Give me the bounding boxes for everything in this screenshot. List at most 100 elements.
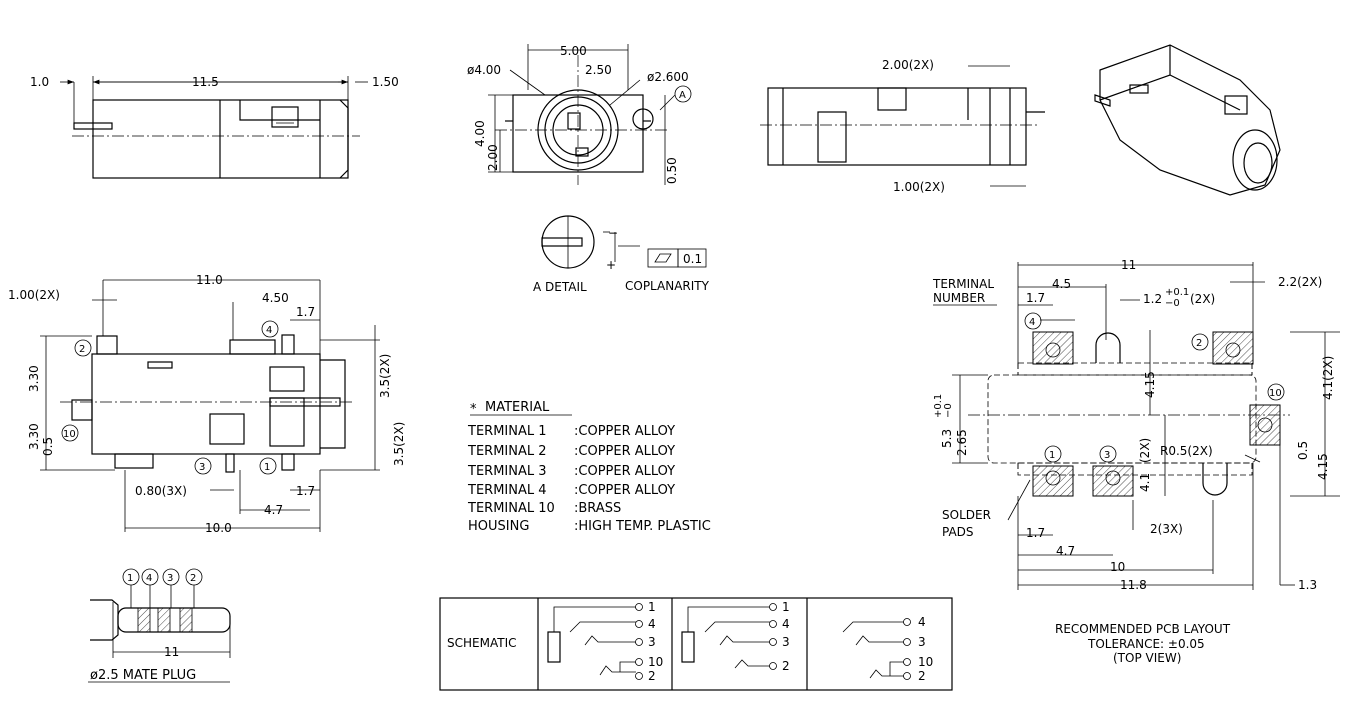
pcb-dim-1-7-top: 1.7 xyxy=(1026,291,1045,305)
a-detail-label: A DETAIL xyxy=(533,280,587,294)
sch-p2-4: 4 xyxy=(782,617,790,631)
iso-view xyxy=(1094,44,1281,196)
dim-1-00-2x: 1.00(2X) xyxy=(893,180,945,194)
front-view xyxy=(488,44,692,185)
bv-terminal-1: 1 xyxy=(264,462,270,473)
material-part-4: TERMINAL 10 xyxy=(467,501,555,516)
pcb-caption-1: RECOMMENDED PCB LAYOUT xyxy=(1055,622,1231,636)
detail-marker-a: A xyxy=(679,90,686,101)
pcb-dim-1-3: 1.3 xyxy=(1298,578,1317,592)
pcb-dim-11-8: 11.8 xyxy=(1120,578,1147,592)
pcb-terminal-3: 3 xyxy=(1104,450,1110,461)
pcb-layout xyxy=(952,262,1340,590)
pcb-dim-1-2-tol-up: +0.1 xyxy=(1165,287,1189,298)
pcb-solder-label-2: PADS xyxy=(942,525,974,539)
material-part-2: TERMINAL 3 xyxy=(467,464,547,479)
sch-p3-10: 10 xyxy=(918,655,933,669)
material-value-3: :COPPER ALLOY xyxy=(574,483,675,498)
pcb-terminal-1: 1 xyxy=(1049,450,1055,461)
bv-dim-3-30-bottom: 3.30 xyxy=(27,423,41,450)
schematic-label: SCHEMATIC xyxy=(447,636,516,650)
pcb-dim-1-2-suffix: (2X) xyxy=(1190,292,1215,306)
pcb-dim-4-1-2x: 4.1(2X) xyxy=(1321,356,1335,400)
pcb-dim-2x: (2X) xyxy=(1138,438,1152,463)
material-part-1: TERMINAL 2 xyxy=(467,444,547,459)
pcb-dim-5-3-tol-up: +0.1 xyxy=(933,394,944,418)
dim-5-00: 5.00 xyxy=(560,44,587,58)
pcb-dim-4-1-inner: 4.1 xyxy=(1138,473,1152,492)
bv-dim-3-5-2x-bottom: 3.5(2X) xyxy=(392,422,406,466)
sch-p1-10: 10 xyxy=(648,655,663,669)
bv-dim-11-0: 11.0 xyxy=(196,273,223,287)
bv-dim-0-80-3x: 0.80(3X) xyxy=(135,484,187,498)
pcb-dim-4-15-inner: 4.15 xyxy=(1143,371,1157,398)
detail-minus: − xyxy=(608,226,618,240)
dim-phi-2-600: ø2.600 xyxy=(647,70,689,84)
detail-plus: + xyxy=(606,258,616,272)
mate-plug xyxy=(88,568,231,683)
material-value-1: :COPPER ALLOY xyxy=(574,444,675,459)
bottom-view xyxy=(40,279,380,532)
bv-dim-10-0: 10.0 xyxy=(205,521,232,535)
sch-p1-1: 1 xyxy=(648,600,656,614)
sch-p1-3: 3 xyxy=(648,635,656,649)
pcb-caption-3: (TOP VIEW) xyxy=(1113,651,1181,665)
pcb-dim-2-3x: 2(3X) xyxy=(1150,522,1183,536)
bv-terminal-2: 2 xyxy=(79,344,85,355)
pcb-dim-1-2: 1.2 xyxy=(1143,292,1162,306)
plug-number-2: 2 xyxy=(190,573,196,584)
dim-phi-4-00: ø4.00 xyxy=(467,63,501,77)
schematic-table xyxy=(439,597,953,691)
dim-4-00: 4.00 xyxy=(473,120,487,147)
top-view xyxy=(60,76,368,179)
a-detail xyxy=(541,215,707,269)
dim-0-50: 0.50 xyxy=(665,157,679,184)
material-value-2: :COPPER ALLOY xyxy=(574,464,675,479)
plug-number-3: 3 xyxy=(167,573,173,584)
plug-dim-11: 11 xyxy=(164,645,179,659)
material-value-5: :HIGH TEMP. PLASTIC xyxy=(574,519,711,534)
material-part-3: TERMINAL 4 xyxy=(467,483,547,498)
pcb-caption-2: TOLERANCE: ±0.05 xyxy=(1087,637,1205,651)
pcb-dim-2-65: 2.65 xyxy=(955,429,969,456)
dim-1-0: 1.0 xyxy=(30,75,49,89)
bv-dim-0-5: 0.5 xyxy=(41,437,55,456)
pcb-dim-5-3-tol-dn: −0 xyxy=(943,403,954,418)
material-part-5: HOUSING xyxy=(468,519,529,534)
material-value-0: :COPPER ALLOY xyxy=(574,424,675,439)
pcb-radius: R0.5(2X) xyxy=(1160,444,1213,458)
sch-p2-3: 3 xyxy=(782,635,790,649)
pcb-dim-2-2-2x: 2.2(2X) xyxy=(1278,275,1322,289)
material-part-0: TERMINAL 1 xyxy=(467,424,547,439)
pcb-terminal-2: 2 xyxy=(1196,338,1202,349)
plug-caption: ø2.5 MATE PLUG xyxy=(90,668,196,683)
bv-dim-1-7-bottom: 1.7 xyxy=(296,484,315,498)
sch-p1-2: 2 xyxy=(648,669,656,683)
bv-terminal-3: 3 xyxy=(199,462,205,473)
side-view xyxy=(760,65,1045,187)
pcb-dim-10: 10 xyxy=(1110,560,1125,574)
sch-p3-3: 3 xyxy=(918,635,926,649)
plug-number-4: 4 xyxy=(146,573,152,584)
pcb-dim-4-7: 4.7 xyxy=(1056,544,1075,558)
dim-2-50: 2.50 xyxy=(585,63,612,77)
bv-dim-4-50: 4.50 xyxy=(262,291,289,305)
bv-dim-4-7: 4.7 xyxy=(264,503,283,517)
bv-terminal-10: 10 xyxy=(63,429,76,440)
pcb-terminal-4: 4 xyxy=(1029,317,1035,328)
pcb-terminal-label-2: NUMBER xyxy=(933,291,985,305)
material-value-4: :BRASS xyxy=(574,501,621,516)
bv-terminal-4: 4 xyxy=(266,325,272,336)
sch-p3-4: 4 xyxy=(918,615,926,629)
pcb-terminal-label-1: TERMINAL xyxy=(932,277,994,291)
bv-dim-3-5-2x-top: 3.5(2X) xyxy=(378,354,392,398)
dim-2-00: 2.00 xyxy=(486,144,500,171)
pcb-dim-4-5: 4.5 xyxy=(1052,277,1071,291)
bv-dim-3-30-top: 3.30 xyxy=(27,365,41,392)
pcb-dim-1-7-bottom: 1.7 xyxy=(1026,526,1045,540)
pcb-dim-11: 11 xyxy=(1121,258,1136,272)
pcb-dim-1-2-tol-dn: −0 xyxy=(1165,298,1180,309)
bv-dim-1-00-2x: 1.00(2X) xyxy=(8,288,60,302)
dim-1-50: 1.50 xyxy=(372,75,399,89)
